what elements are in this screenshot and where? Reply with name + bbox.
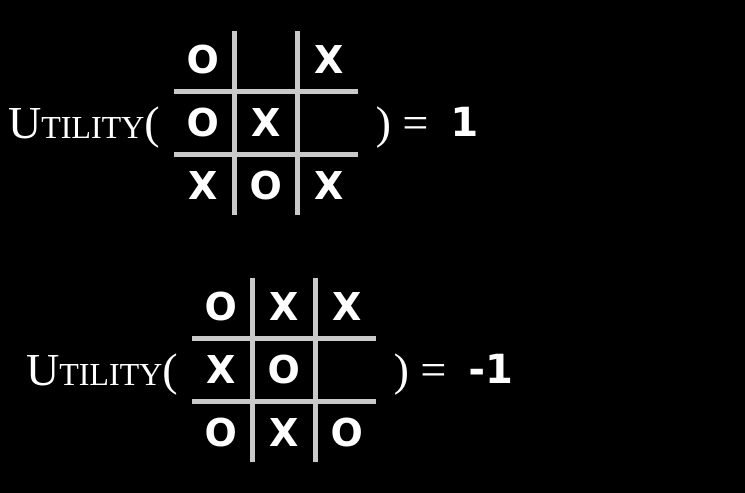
board-cell: X xyxy=(299,157,358,216)
utility-value-1: 1 xyxy=(450,100,479,147)
board-cell: O xyxy=(254,340,313,399)
board-cell: X xyxy=(173,157,232,216)
board-cell: X xyxy=(299,31,358,90)
board-cell: X xyxy=(254,277,313,336)
utility-value-2: -1 xyxy=(468,346,513,393)
board-cell: O xyxy=(236,157,295,216)
board-cell xyxy=(317,340,376,399)
tictactoe-board-2: O X X X O O X O xyxy=(191,277,376,462)
board-cell: X xyxy=(236,94,295,153)
close-paren-equals-1: ) = xyxy=(375,97,429,149)
board-cell: X xyxy=(254,403,313,462)
utility-expression-1: Utility( O X O X X O X ) = 1 xyxy=(8,31,479,216)
utility-expression-2: Utility( O X X X O O X O ) = -1 xyxy=(0,247,745,493)
board-cell: X xyxy=(317,277,376,336)
utility-label-2: Utility( xyxy=(26,343,178,395)
board-cell: O xyxy=(173,31,232,90)
utility-label-1: Utility( xyxy=(8,97,160,149)
board-cell: X xyxy=(191,340,250,399)
board-cell: O xyxy=(317,403,376,462)
board-cell: O xyxy=(173,94,232,153)
board-cell xyxy=(236,31,295,90)
tictactoe-board-1: O X O X X O X xyxy=(173,31,358,216)
board-cell: O xyxy=(191,277,250,336)
close-paren-equals-2: ) = xyxy=(393,343,447,395)
board-cell: O xyxy=(191,403,250,462)
board-cell xyxy=(299,94,358,153)
